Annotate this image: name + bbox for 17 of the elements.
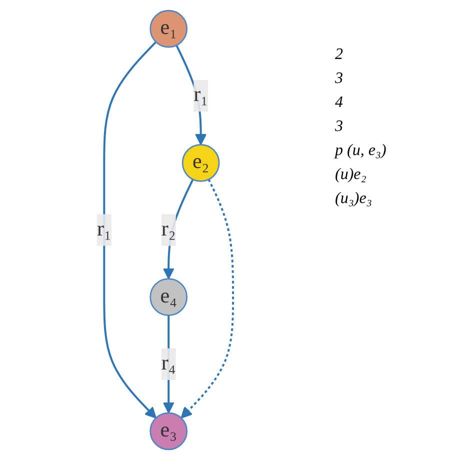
node-circle: e₃ — [150, 412, 188, 450]
note-text: (u)e₂ — [335, 166, 368, 184]
note-text: 3 — [335, 118, 344, 136]
arrow — [180, 178, 234, 419]
edge-label: r₁ — [194, 84, 208, 106]
note-text: p (u, e₃) — [335, 142, 388, 160]
edge-label: r₄ — [161, 352, 176, 375]
edge-label: r₂ — [161, 218, 176, 241]
note-text: 2 — [335, 46, 344, 64]
node-circle: e₂ — [182, 144, 220, 182]
node-circle: e₄ — [150, 278, 188, 316]
note-text: (u₃)e₃ — [335, 190, 373, 208]
note-text: 3 — [335, 70, 344, 88]
edge-label: r₁ — [96, 218, 112, 241]
arrow — [103, 41, 157, 419]
node-circle: e₁ — [150, 10, 188, 48]
note-text: 4 — [335, 94, 344, 112]
